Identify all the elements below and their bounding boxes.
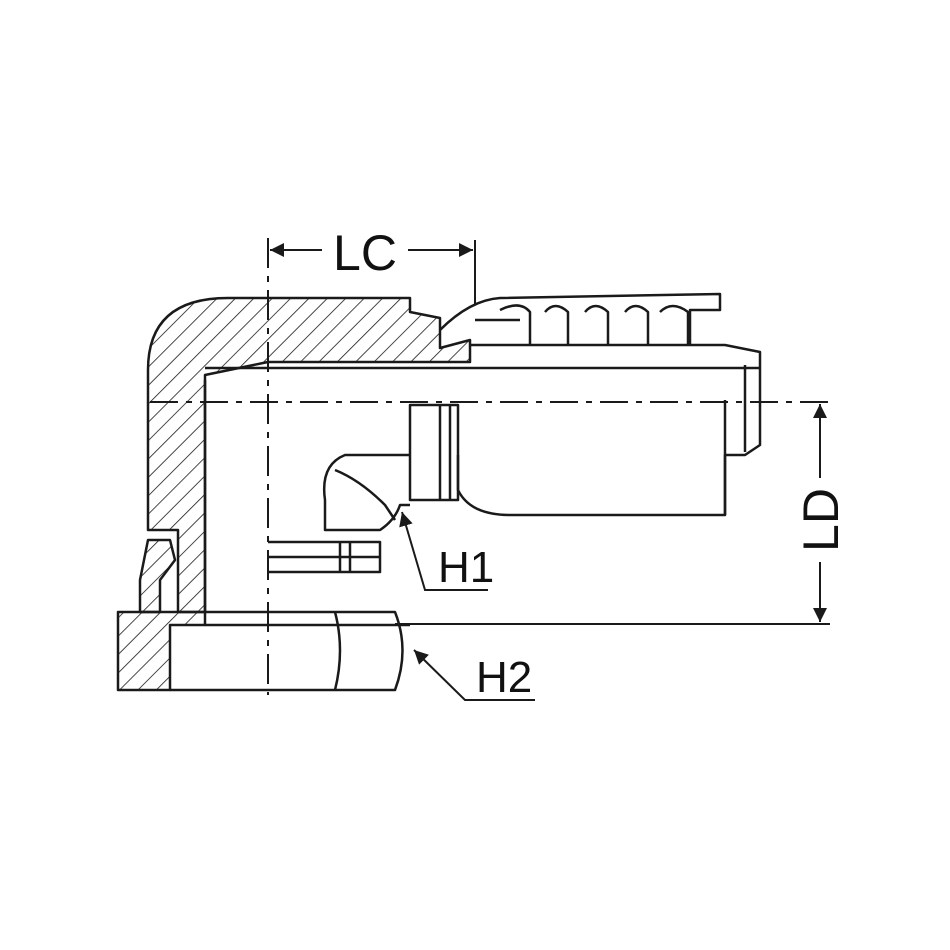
groove-detail: [138, 538, 177, 614]
h1-label: H1: [438, 543, 494, 592]
inner-nipple: [408, 403, 460, 502]
h2-leader: [413, 649, 535, 701]
h2-label: H2: [476, 653, 532, 702]
nipple-bend: [322, 453, 410, 532]
lc-label: LC: [333, 225, 397, 281]
ferrule-shell: [439, 292, 722, 345]
swivel-nut-body: [170, 610, 404, 692]
nipple-bend-inner: [334, 468, 397, 521]
lc-label-bg: [322, 222, 408, 278]
ferrule-barbs: [499, 304, 690, 345]
swivel-nut-section: [116, 610, 207, 692]
nut-hex-flat: [333, 611, 342, 691]
elbow-body-section: [146, 296, 472, 614]
hose-insert: [456, 343, 762, 517]
ld-label-bg: [796, 478, 846, 562]
h1-leader: [399, 511, 488, 591]
ld-label: LD: [793, 488, 849, 552]
